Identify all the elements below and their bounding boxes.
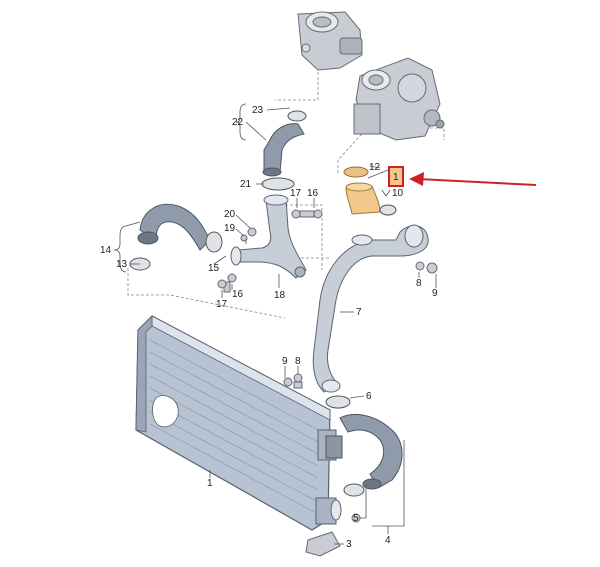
pipe-part-18: [230, 194, 307, 279]
callout-6: 6: [366, 391, 372, 402]
callout-8-center: 8: [295, 356, 301, 367]
pipe-part-7: [312, 224, 429, 393]
callout-17-lower: 17: [216, 299, 228, 310]
callout-5: 5: [353, 513, 359, 524]
callout-22: 22: [232, 117, 244, 128]
callout-21: 21: [240, 179, 252, 190]
bracket-part-3: [305, 531, 341, 557]
hose-part-22: [262, 110, 307, 177]
callout-1-highlighted: 1: [393, 172, 399, 183]
callout-3: 3: [346, 539, 352, 550]
callout-19: 19: [224, 223, 236, 234]
callout-labels: 1 10 12 23 22 21 17 16 20 19 14 13 15 16…: [100, 105, 438, 550]
callout-23: 23: [252, 105, 264, 116]
intercooler-part-1: [135, 315, 342, 531]
leader-lines: [113, 103, 437, 545]
callout-9-right: 9: [432, 288, 438, 299]
callout-10: 10: [392, 188, 404, 199]
callout-14: 14: [100, 245, 112, 256]
callout-1-intercooler: 1: [207, 478, 213, 489]
callout-17-upper: 17: [290, 188, 302, 199]
small-fasteners: [217, 209, 438, 523]
pointer-arrow: [409, 172, 537, 186]
callout-8-right: 8: [416, 278, 422, 289]
callout-9-center: 9: [282, 356, 288, 367]
callout-18: 18: [274, 290, 286, 301]
callout-13: 13: [116, 259, 128, 270]
callout-20: 20: [224, 209, 236, 220]
callout-7: 7: [356, 307, 362, 318]
turbocharger: [353, 57, 445, 141]
highlighted-hose-part-1: [343, 166, 397, 216]
hose-part-4: [339, 414, 403, 490]
clamp-part-5: [343, 483, 365, 497]
callout-16-lower: 16: [232, 289, 244, 300]
hose-part-14: [129, 203, 223, 271]
callout-12: 12: [369, 162, 381, 173]
callout-4: 4: [385, 535, 391, 546]
callout-15: 15: [208, 263, 220, 274]
throttle-body: [297, 11, 363, 71]
callout-16-upper: 16: [307, 188, 319, 199]
highlight-box: [388, 166, 404, 187]
clamp-part-6: [325, 395, 351, 409]
